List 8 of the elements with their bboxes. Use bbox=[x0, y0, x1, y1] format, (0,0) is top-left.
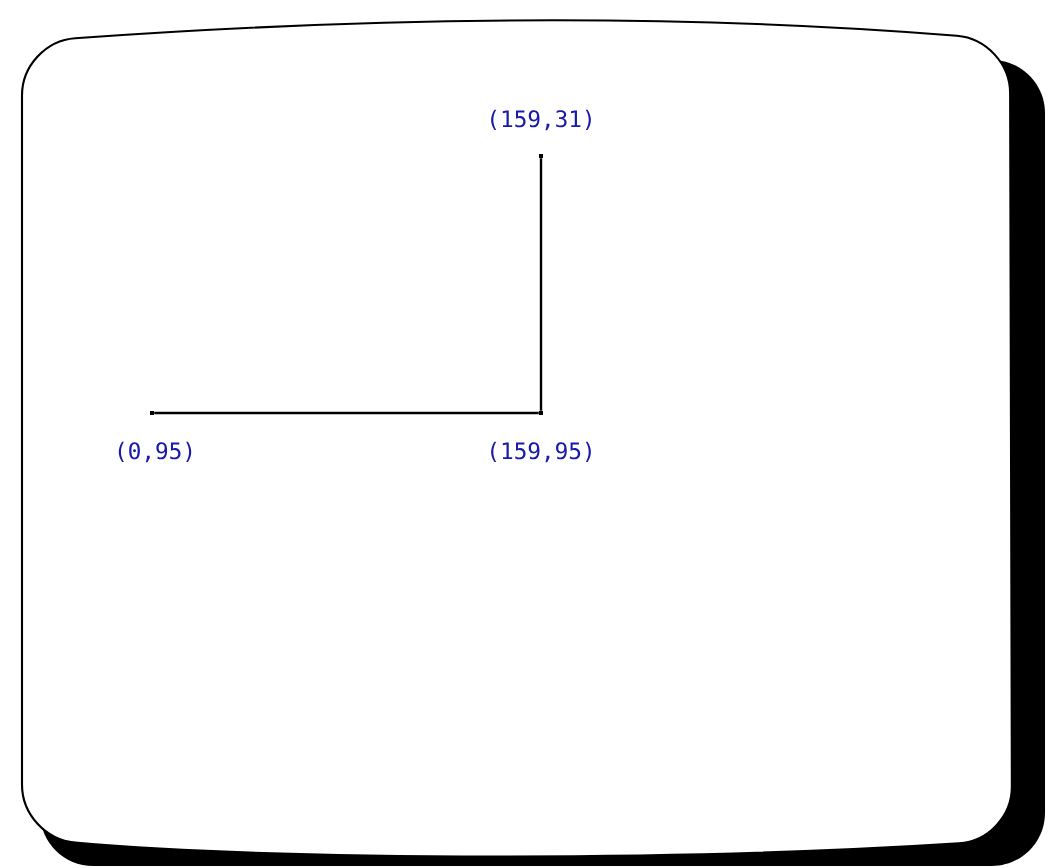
point-marker bbox=[539, 411, 543, 415]
point-marker bbox=[150, 411, 154, 415]
coordinate-label: (159,95) bbox=[491, 441, 591, 463]
coordinate-label: (159,31) bbox=[491, 109, 591, 131]
point-marker bbox=[539, 154, 543, 158]
line bbox=[154, 411, 539, 415]
line bbox=[539, 158, 543, 411]
coordinate-label: (0,95) bbox=[118, 441, 192, 463]
